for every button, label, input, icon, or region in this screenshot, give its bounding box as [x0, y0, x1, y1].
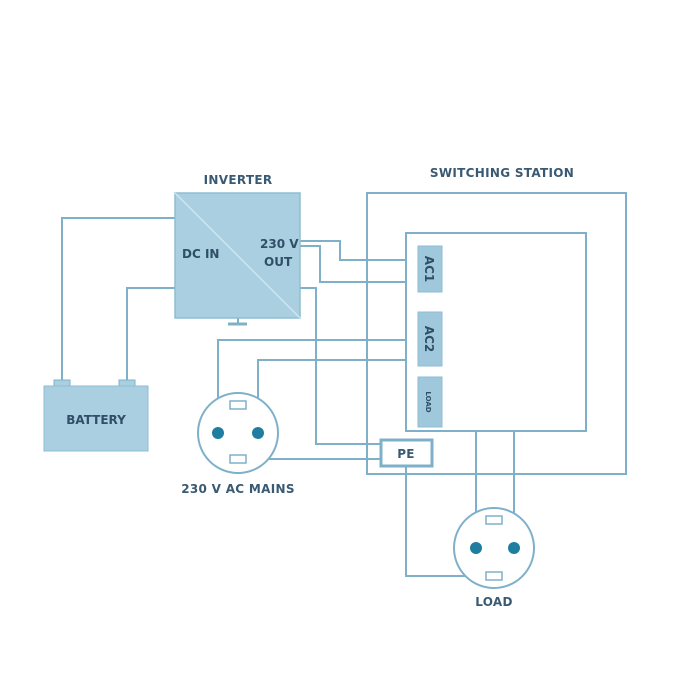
terminal-ac2-label: AC2	[422, 326, 436, 352]
out-label: OUT	[264, 255, 293, 269]
mains-socket-pin-left	[212, 427, 224, 439]
wire-out-ac1-b	[300, 245, 418, 283]
terminal-ac1-label: AC1	[422, 256, 436, 282]
pe-label: PE	[397, 447, 415, 461]
load-socket-pin-right	[508, 542, 520, 554]
battery: BATTERY	[43, 379, 149, 452]
wire-pe-from-inverter	[300, 287, 381, 445]
terminal-ac1: AC1	[417, 245, 443, 293]
terminal-ac2: AC2	[417, 311, 443, 367]
mains-socket-slot-bottom	[229, 454, 247, 464]
switching-station-outer	[366, 192, 627, 475]
wire-mains-ac2-b	[257, 359, 418, 433]
inverter-diagonal	[174, 192, 301, 319]
load-socket	[453, 507, 535, 589]
mains-label: 230 V AC MAINS	[181, 482, 295, 496]
inverter-block: DC IN 230 V OUT	[174, 192, 301, 319]
mains-socket-pin-right	[252, 427, 264, 439]
terminal-load-label: LOAD	[424, 391, 432, 412]
out-230-label: 230 V	[260, 237, 299, 251]
load-label: LOAD	[475, 595, 513, 609]
dc-in-label: DC IN	[182, 247, 219, 261]
battery-label: BATTERY	[66, 413, 126, 427]
wire-out-ac1-a	[300, 240, 418, 261]
wire-pe-load	[405, 466, 486, 577]
terminal-load: LOAD	[417, 376, 443, 428]
inverter-title: INVERTER	[204, 173, 273, 187]
switching-station-title: SWITCHING STATION	[430, 166, 574, 180]
wire-battery-neg	[61, 217, 175, 380]
mains-socket-slot-top	[229, 400, 247, 410]
pe-box: PE	[379, 438, 434, 468]
load-socket-slot-bottom	[485, 571, 503, 581]
mains-socket	[197, 392, 279, 474]
load-socket-slot-top	[485, 515, 503, 525]
wire-battery-pos	[126, 287, 175, 380]
load-socket-pin-left	[470, 542, 482, 554]
